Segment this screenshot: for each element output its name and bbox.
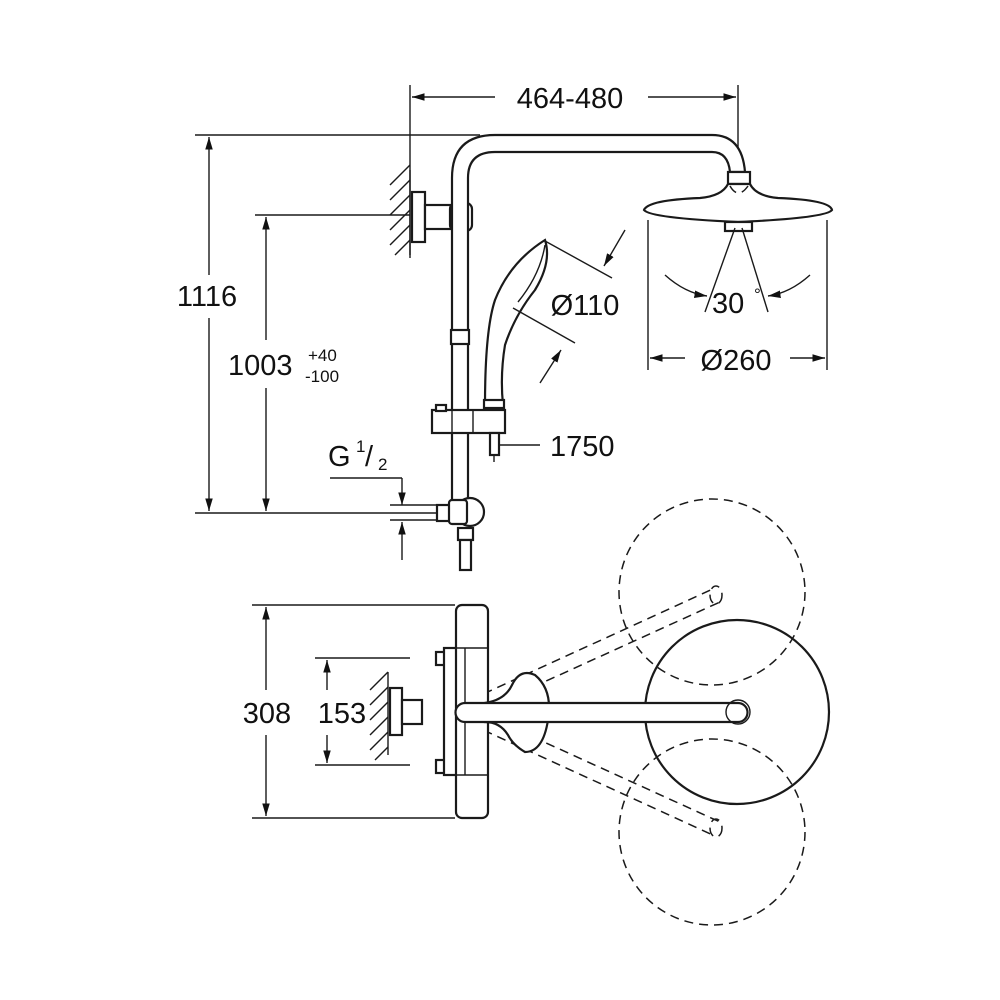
thread-slash: /	[365, 441, 374, 473]
hose-length-label: 1750	[550, 431, 615, 463]
thread-numerator: 1	[356, 437, 365, 456]
head-diameter-label: Ø260	[701, 345, 772, 377]
hose-length-callout: 1750	[500, 431, 615, 463]
slider	[430, 403, 507, 462]
hand-shower	[482, 238, 549, 410]
thread-denominator: 2	[378, 455, 387, 474]
hand-shower-diameter-dimension: Ø110	[512, 229, 626, 384]
plan-view: 308 153	[243, 498, 831, 926]
rail-height-dimension: 1003 +40 -100	[228, 214, 410, 511]
plan-wall-arm	[400, 698, 424, 726]
arm-length-label: 464-480	[517, 83, 623, 115]
plan-wall-flange	[388, 686, 404, 737]
degree-symbol: °	[754, 285, 761, 304]
head-nut	[726, 170, 752, 186]
hand-shower-tip	[482, 398, 506, 410]
elevation-view: 464-480 1116 1003 +40 -100	[177, 83, 834, 572]
head-shower	[642, 170, 834, 233]
thread-dimension: G 1 / 2	[328, 437, 440, 560]
wall-hatch	[389, 164, 411, 258]
total-height-dimension: 1116	[177, 134, 480, 514]
head-diameter-dimension: Ø260	[647, 220, 828, 377]
rail-height-label: 1003	[228, 350, 293, 382]
inlet-spacing-label: 153	[318, 698, 366, 730]
inlet-spacing-dimension: 153	[315, 657, 410, 766]
rail-tolerance-plus: +40	[308, 346, 337, 365]
diverter-connector	[435, 496, 486, 572]
hose-fitting	[488, 431, 501, 457]
thread-letter: G	[328, 441, 351, 473]
spray-angle-label: 30	[712, 288, 744, 320]
plan-depth-label: 308	[243, 698, 291, 730]
arm-length-dimension: 464-480	[409, 83, 739, 255]
rail-joint	[449, 328, 471, 346]
head-nozzle	[723, 220, 754, 233]
spray-angle-dimension: 30 °	[664, 227, 811, 320]
hand-shower-diameter-label: Ø110	[551, 290, 620, 322]
total-height-label: 1116	[177, 281, 237, 313]
swing-range-indicators	[469, 498, 806, 926]
plan-wall-hatch	[369, 671, 389, 761]
plan-depth-dimension: 308	[243, 604, 455, 819]
rail-tolerance-minus: -100	[305, 367, 339, 386]
plan-shower-arm	[454, 701, 749, 724]
